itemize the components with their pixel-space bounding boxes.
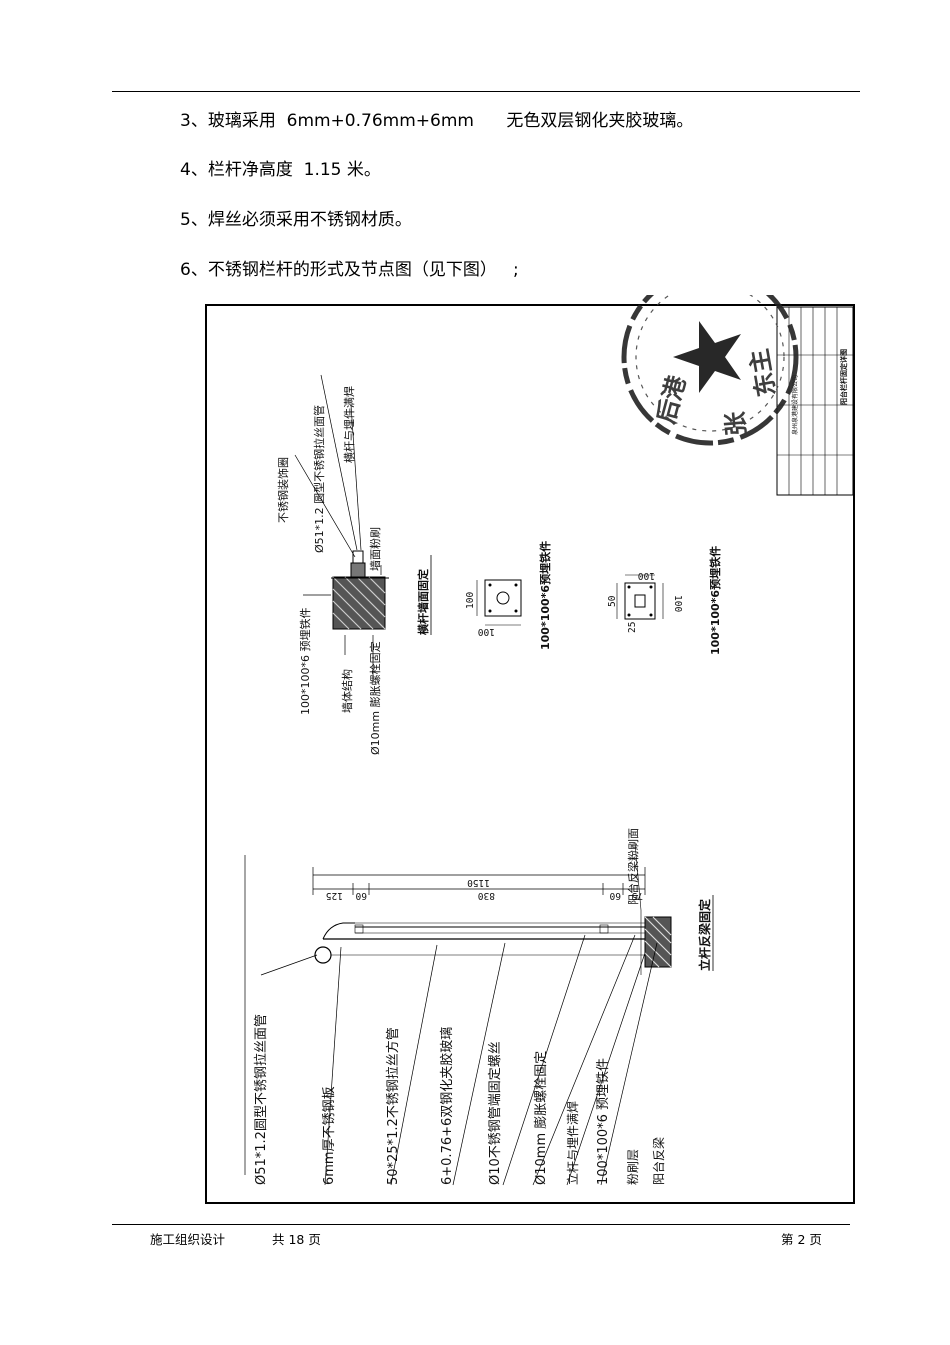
svg-text:东主: 东主: [744, 347, 781, 399]
body-line-6: 6、不锈钢栏杆的形式及节点图（见下图） ;: [180, 260, 519, 280]
railing-detail-drawing: 泉州泉港建设有限公司 阳台栏杆固定详图 后港 东主 张 不锈钢装饰圈 Ø51*1…: [205, 268, 857, 1207]
detail-wall-fix: 不锈钢装饰圈 Ø51*1.2 圆型不锈钢拉丝面管 横杆与埋件满焊 墙面粉刷 10…: [276, 374, 432, 755]
detail-plate-b: 100 100 50 25 100*100*6预埋铁件: [607, 546, 722, 655]
plate-a-dim-v: 100: [465, 592, 476, 609]
post-label-bolt: Ø10mm 膨胀螺栓固定: [534, 1051, 549, 1185]
body-line-5: 5、焊丝必须采用不锈钢材质。: [180, 210, 412, 230]
plate-b-dim-50: 50: [607, 595, 618, 607]
title-block-company: 泉州泉港建设有限公司: [791, 375, 799, 435]
post-dim-1150: 1150: [467, 877, 490, 888]
body-line-3: 3、玻璃采用 6mm+0.76mm+6mm 无色双层钢化夹胶玻璃。: [180, 111, 694, 131]
footer-rule: [112, 1224, 850, 1225]
plate-b-dim-top: 100: [638, 570, 655, 581]
title-block: 泉州泉港建设有限公司 阳台栏杆固定详图: [776, 306, 854, 496]
post-label-beam: 阳台反梁: [651, 1137, 666, 1185]
post-label-embed: 100*100*6 预埋铁件: [596, 1058, 611, 1185]
detail-post-fix: 1150 125 60 830 60 75 阳台反梁粉刷面 Ø51*1.2圆型不…: [244, 828, 714, 1186]
detail-plate-a: 100 100 100*100*6预埋铁件: [465, 541, 552, 650]
wall-fix-title: 横杆墙面固定: [416, 569, 430, 635]
post-dim-60b: 60: [609, 890, 621, 901]
post-label-square-tube: 50*25*1.2不锈钢拉丝方管: [385, 1027, 401, 1185]
post-label-weld: 立杆与埋件满焊: [565, 1101, 580, 1185]
plate-a-dim-h: 100: [478, 626, 495, 637]
plate-a-title: 100*100*6预埋铁件: [538, 541, 552, 650]
plate-b-dim-right: 100: [672, 595, 683, 612]
wall-label-bolt: Ø10mm 膨胀螺栓固定: [368, 641, 382, 755]
footer-left: 施工组织设计: [150, 1232, 226, 1247]
wall-label-ring: 不锈钢装饰圈: [276, 457, 290, 523]
wall-label-plate: 100*100*6 预埋铁件: [299, 608, 312, 716]
wall-label-structure: 墙体结构: [340, 669, 354, 713]
post-dim-125: 125: [326, 890, 343, 901]
post-dim-75: 75: [632, 890, 643, 901]
wall-label-tube: Ø51*1.2 圆型不锈钢拉丝面管: [312, 405, 326, 553]
post-dim-60a: 60: [355, 890, 367, 901]
post-label-tube: Ø51*1.2圆型不锈钢拉丝面管: [254, 1014, 269, 1185]
footer-pages: 共 18 页: [272, 1232, 321, 1247]
wall-label-plaster: 墙面粉刷: [368, 527, 382, 571]
footer-right: 第 2 页: [781, 1232, 822, 1247]
body-line-4: 4、栏杆净高度 1.15 米。: [180, 160, 381, 180]
post-fix-title: 立杆反梁固定: [697, 899, 712, 971]
post-dim-830: 830: [478, 890, 495, 901]
drawing-frame: [205, 304, 855, 1204]
plate-b-dim-25: 25: [627, 622, 638, 633]
svg-text:张: 张: [720, 410, 751, 437]
post-label-plaster: 粉刷层: [626, 1149, 640, 1185]
post-top-label: 阳台反梁粉刷面: [626, 828, 640, 905]
post-label-plate: 6mm厚不锈钢板: [322, 1086, 337, 1185]
post-label-screw: Ø10不锈钢管端固定螺丝: [488, 1041, 503, 1185]
svg-text:后港: 后港: [651, 372, 692, 427]
company-seal-stamp: 后港 东主 张: [621, 268, 799, 446]
header-rule: [112, 91, 860, 92]
wall-label-weld: 横杆与埋件满焊: [342, 386, 356, 463]
title-block-drawing-title: 阳台栏杆固定详图: [839, 349, 848, 405]
post-label-glass: 6+0.76+6双钢化夹胶玻璃: [439, 1027, 455, 1185]
plate-b-title: 100*100*6预埋铁件: [708, 546, 722, 655]
